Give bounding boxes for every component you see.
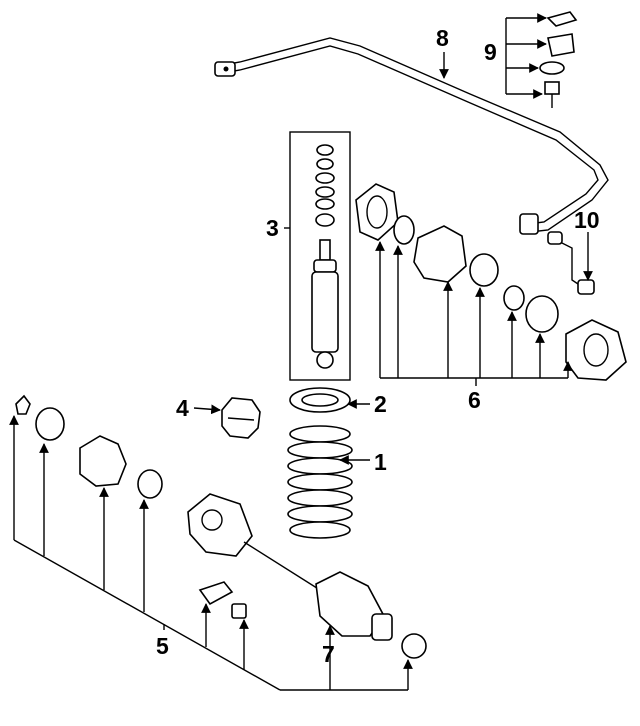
callout-2: 2 xyxy=(374,391,387,417)
spring-seat xyxy=(289,387,351,413)
bump-stop xyxy=(221,397,261,439)
callout-9: 9 xyxy=(484,39,497,65)
callout-4: 4 xyxy=(176,395,189,421)
callout-3: 3 xyxy=(266,215,279,241)
callout-6: 6 xyxy=(468,387,481,413)
callout-7: 7 xyxy=(322,641,335,667)
bushing-hardware-set xyxy=(539,11,578,108)
stabilizer-bar xyxy=(214,37,609,235)
outer-boot-kit xyxy=(355,183,627,381)
inner-boot-kit xyxy=(15,394,163,499)
callout-10: 10 xyxy=(574,207,600,233)
callout-1: 1 xyxy=(374,449,387,475)
shock-absorber xyxy=(289,131,351,381)
axle-hardware xyxy=(198,581,427,659)
stabilizer-link xyxy=(547,231,595,295)
coil-spring xyxy=(287,425,353,539)
leader-lines xyxy=(9,13,593,691)
drive-axle xyxy=(187,493,393,641)
callout-5: 5 xyxy=(156,633,169,659)
callout-8: 8 xyxy=(436,25,449,51)
